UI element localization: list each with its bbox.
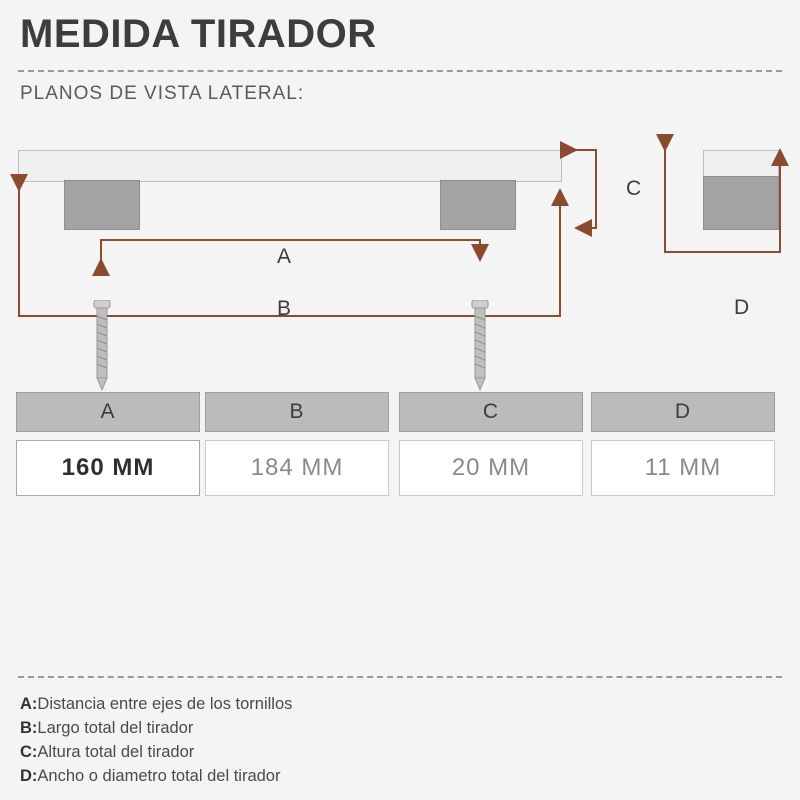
screw-left-icon bbox=[93, 300, 111, 392]
table-header-d: D bbox=[591, 392, 775, 432]
handle-front-view-bottom bbox=[703, 176, 779, 230]
legend-text-d: Ancho o diametro total del tirador bbox=[37, 767, 281, 785]
dimension-label-b: B bbox=[277, 297, 293, 320]
dimension-lines bbox=[10, 134, 789, 317]
legend-text-b: Largo total del tirador bbox=[37, 719, 194, 737]
table-column-d: D 11 MM bbox=[591, 392, 775, 496]
table-value-a: 160 MM bbox=[16, 440, 200, 496]
table-value-d: 11 MM bbox=[591, 440, 775, 496]
legend-key-b: B: bbox=[20, 719, 38, 737]
legend-item-c: C:Altura total del tirador bbox=[20, 740, 720, 764]
legend-key-c: C: bbox=[20, 743, 38, 761]
legend-key-a: A: bbox=[20, 695, 38, 713]
table-column-a: A 160 MM bbox=[16, 392, 200, 496]
divider-bottom bbox=[18, 676, 782, 678]
dimension-label-a: A bbox=[277, 245, 293, 268]
table-header-b: B bbox=[205, 392, 389, 432]
screw-right-icon bbox=[471, 300, 489, 392]
technical-drawing: A B C D bbox=[0, 120, 800, 392]
table-header-c: C bbox=[399, 392, 583, 432]
legend: A:Distancia entre ejes de los tornillos … bbox=[20, 692, 720, 788]
table-value-b: 184 MM bbox=[205, 440, 389, 496]
dimension-label-d: D bbox=[734, 296, 751, 319]
table-column-b: B 184 MM bbox=[205, 392, 389, 496]
legend-item-b: B:Largo total del tirador bbox=[20, 716, 720, 740]
legend-key-d: D: bbox=[20, 767, 38, 785]
page-title: MEDIDA TIRADOR bbox=[20, 12, 377, 56]
legend-item-a: A:Distancia entre ejes de los tornillos bbox=[20, 692, 720, 716]
legend-text-c: Altura total del tirador bbox=[37, 743, 195, 761]
table-header-a: A bbox=[16, 392, 200, 432]
table-column-c: C 20 MM bbox=[399, 392, 583, 496]
legend-item-d: D:Ancho o diametro total del tirador bbox=[20, 764, 720, 788]
page-subtitle: PLANOS DE VISTA LATERAL: bbox=[20, 83, 305, 104]
legend-text-a: Distancia entre ejes de los tornillos bbox=[37, 695, 293, 713]
dimension-label-c: C bbox=[626, 177, 643, 200]
table-value-c: 20 MM bbox=[399, 440, 583, 496]
divider-top bbox=[18, 70, 782, 72]
